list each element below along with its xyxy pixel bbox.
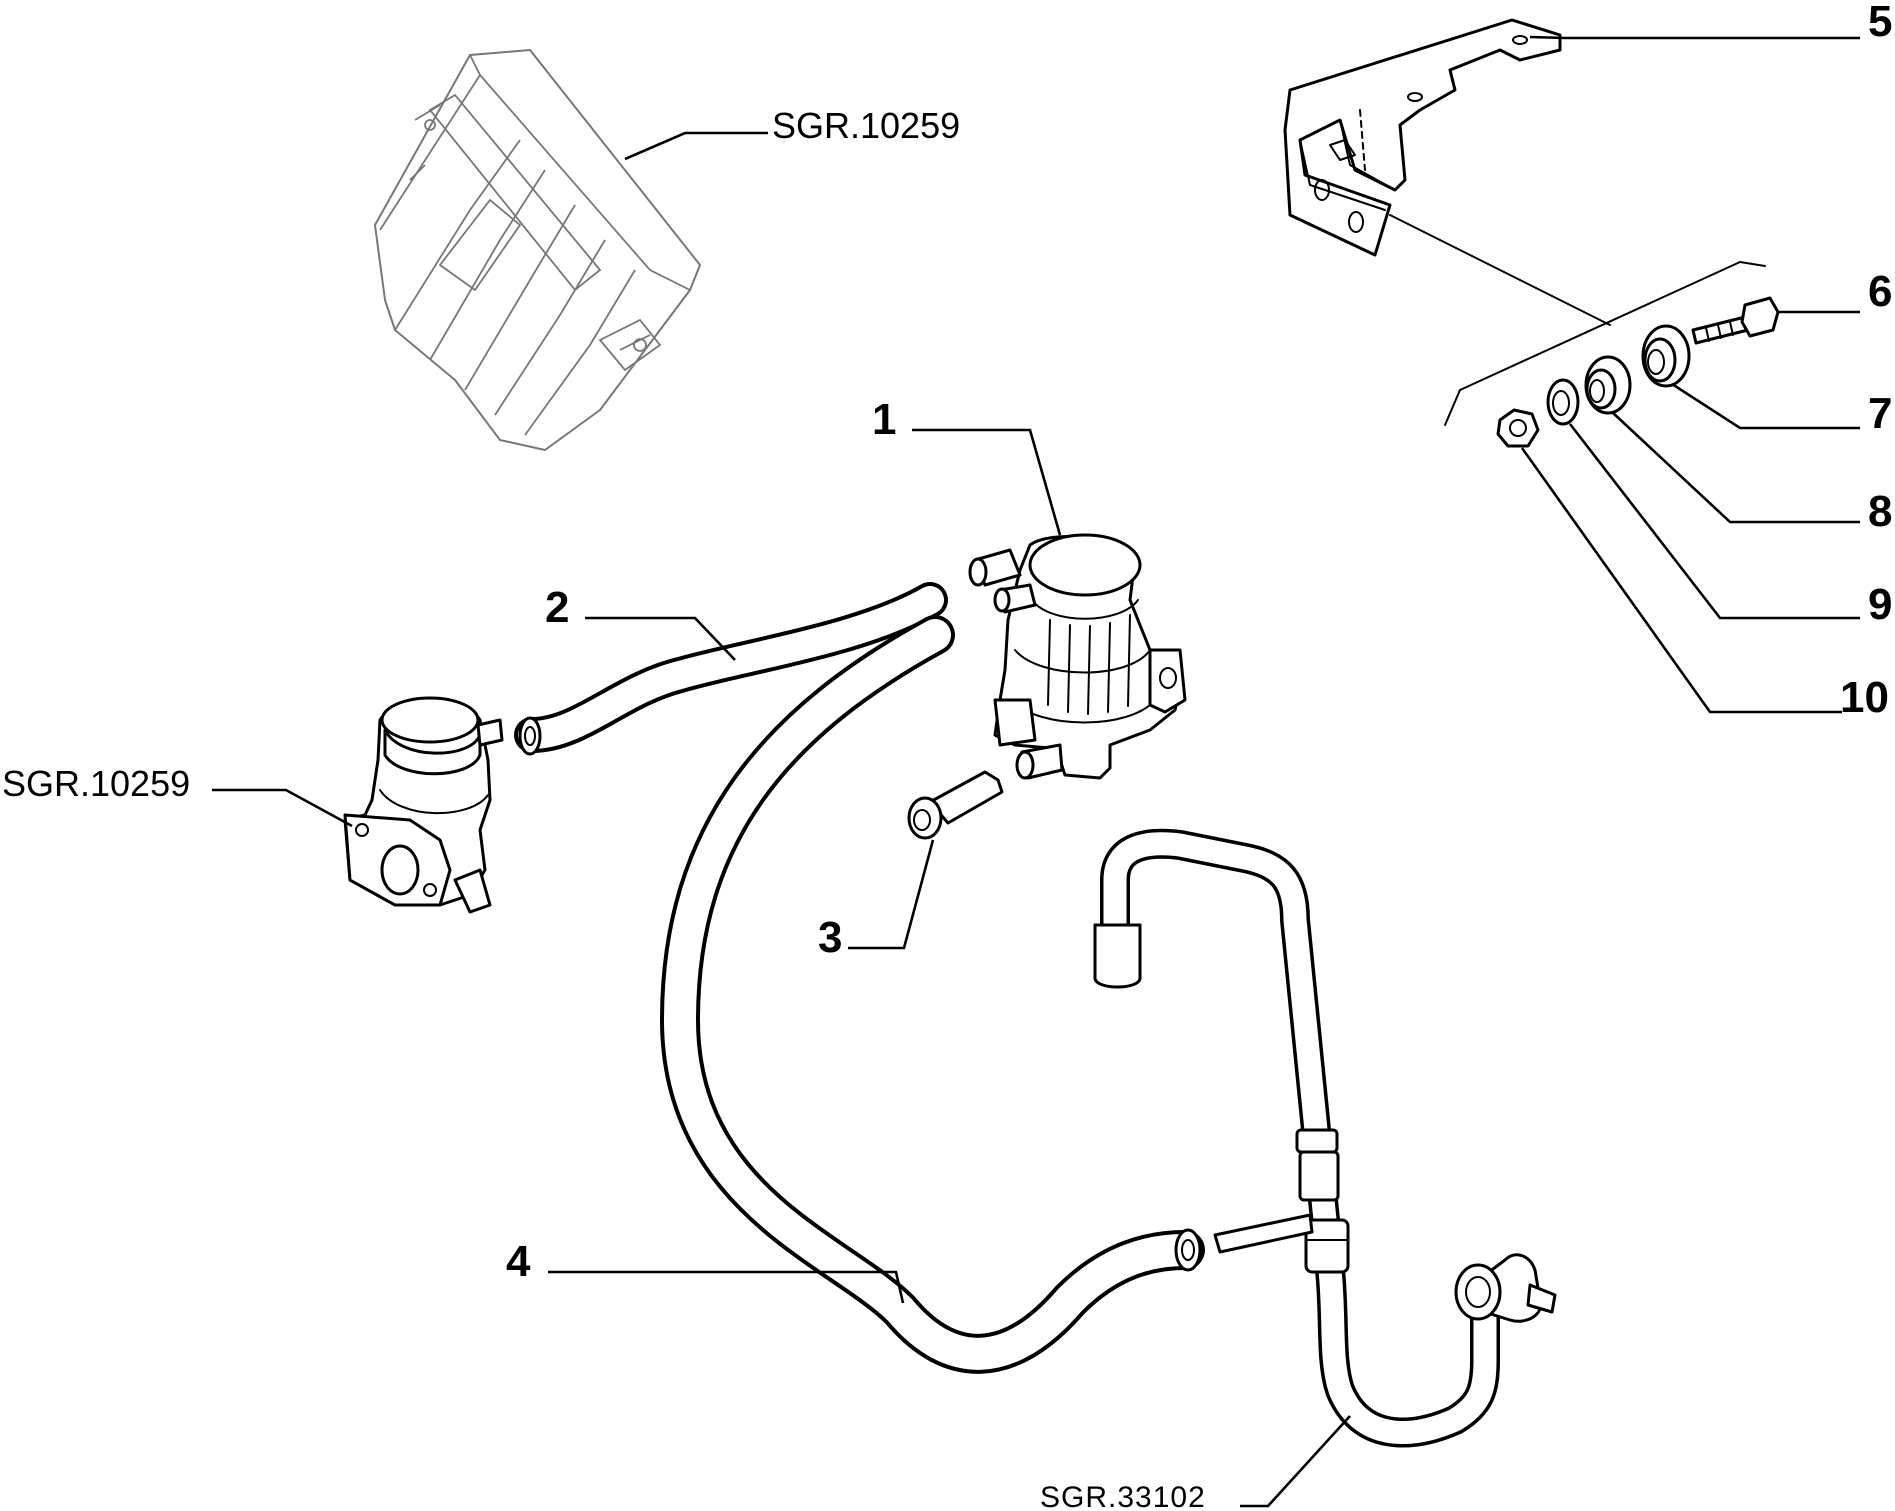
callout-7: 7 — [1671, 382, 1892, 438]
svg-text:7: 7 — [1868, 389, 1892, 438]
rubber-bush-7 — [1641, 324, 1691, 388]
valve-reference: SGR.10259 — [2, 763, 353, 828]
pipe-assembly — [1093, 828, 1557, 1448]
callout-9: 9 — [1568, 423, 1892, 629]
hose-4 — [660, 615, 1205, 1374]
rubber-bush-8 — [1584, 355, 1632, 415]
pipe-reference-label: SGR.33102 — [1040, 1481, 1206, 1511]
svg-text:4: 4 — [506, 1237, 531, 1286]
svg-text:9: 9 — [1868, 580, 1892, 629]
callout-4: 4 — [506, 1237, 905, 1304]
callout-2: 2 — [545, 583, 736, 661]
screw — [907, 770, 1004, 840]
ecu-reference-label: SGR.10259 — [772, 105, 960, 146]
pipe-reference: SGR.33102 — [1040, 1415, 1351, 1511]
bolt — [1691, 296, 1780, 345]
svg-text:6: 6 — [1868, 267, 1892, 316]
callout-5: 5 — [1529, 0, 1892, 46]
svg-text:10: 10 — [1840, 673, 1889, 722]
valve-reference-label: SGR.10259 — [2, 763, 190, 804]
callout-10: 10 — [1520, 447, 1889, 722]
ecu-module — [374, 49, 701, 451]
svg-text:3: 3 — [818, 913, 842, 962]
svg-text:1: 1 — [872, 395, 896, 444]
assembly-axis — [1389, 214, 1766, 426]
callout-8: 8 — [1611, 411, 1892, 536]
mounting-bracket — [1283, 18, 1562, 257]
callout-6: 6 — [1778, 267, 1892, 316]
nut — [1496, 408, 1540, 448]
svg-text:5: 5 — [1868, 0, 1892, 46]
callout-3: 3 — [818, 839, 935, 962]
washer — [1546, 378, 1580, 426]
svg-text:2: 2 — [545, 583, 569, 632]
svg-text:8: 8 — [1868, 487, 1892, 536]
hose-2 — [514, 582, 948, 756]
callout-1: 1 — [872, 395, 1062, 536]
ecu-reference: SGR.10259 — [624, 105, 960, 161]
solenoid-valve — [968, 533, 1187, 780]
vacuum-valve — [343, 696, 504, 914]
